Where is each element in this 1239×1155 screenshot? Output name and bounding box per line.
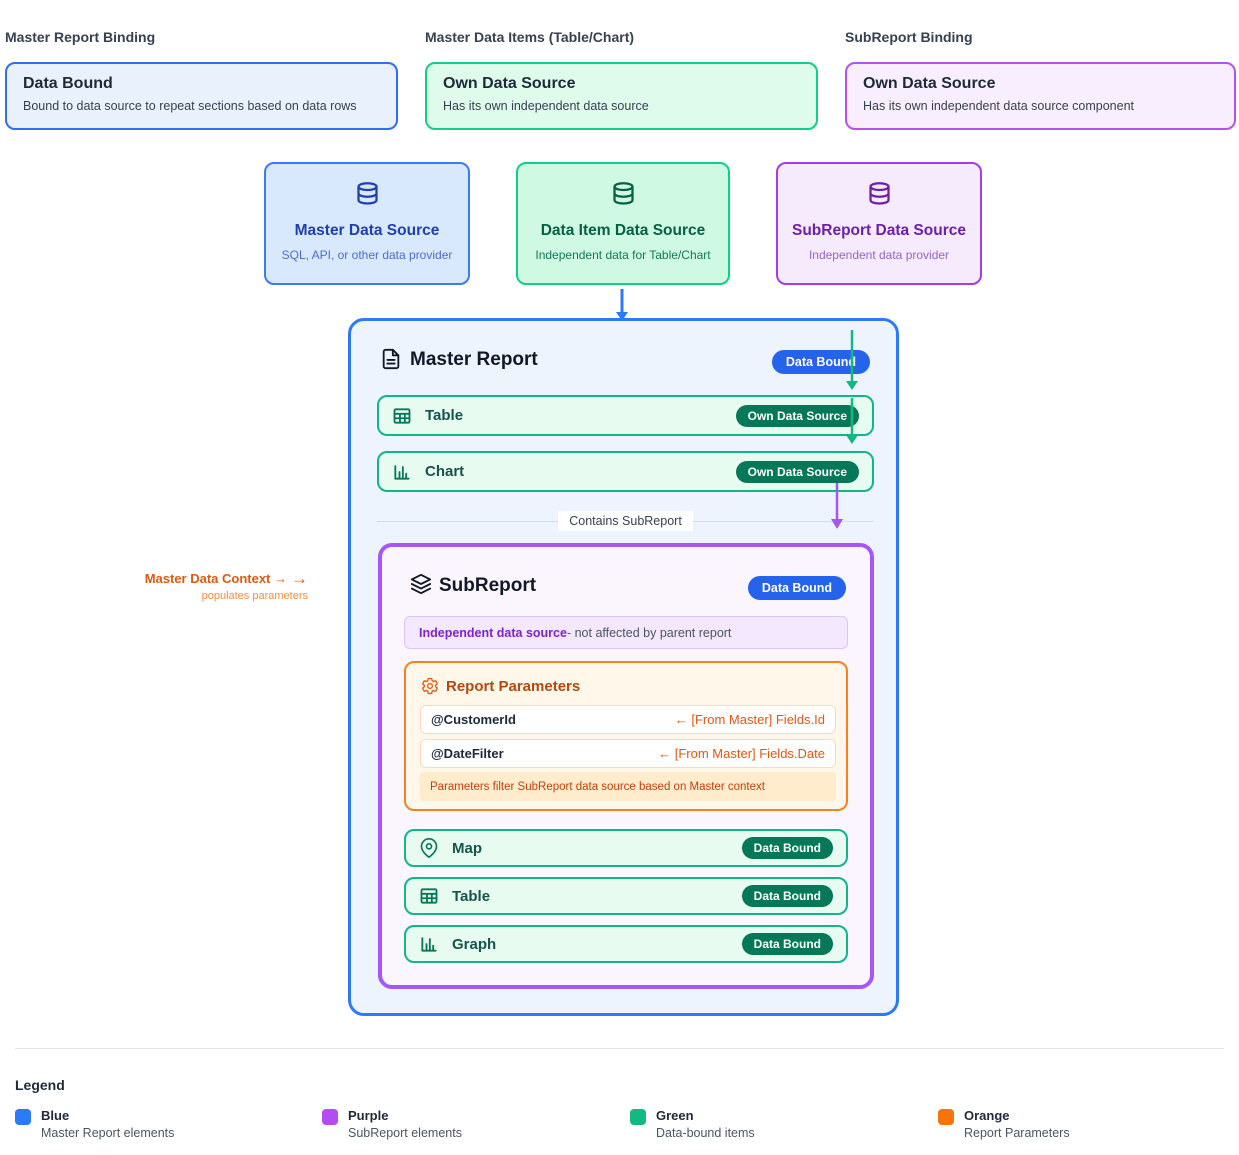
- parameter-name: @DateFilter: [431, 746, 504, 761]
- master-data-source-card: Master Data Source SQL, API, or other da…: [264, 162, 470, 285]
- subreport-item-label: Graph: [452, 935, 497, 953]
- section-heading-subreport-binding: SubReport Binding: [845, 29, 973, 45]
- divider-line: [377, 520, 559, 522]
- master-binding-info-box: Data Bound Bound to data source to repea…: [5, 62, 398, 130]
- master-report-title: Master Report: [410, 349, 538, 370]
- master-report-data-bound-badge: Data Bound: [771, 350, 870, 374]
- master-data-context-annotation: Master Data Context → → populates parame…: [60, 570, 308, 602]
- gear-icon: [421, 677, 439, 695]
- banner-bold-text: Independent data source: [419, 625, 567, 640]
- source-card-title: SubReport Data Source: [792, 222, 966, 239]
- master-item-table: Table Own Data Source: [377, 395, 874, 436]
- report-parameters-box: Report Parameters @CustomerId ← [From Ma…: [404, 661, 848, 811]
- divider-label: Contains SubReport: [558, 511, 693, 531]
- own-data-source-badge: Own Data Source: [735, 404, 859, 427]
- master-item-label: Chart: [425, 463, 465, 480]
- subreport-data-source-card: SubReport Data Source Independent data p…: [776, 162, 982, 285]
- legend-item-blue: Blue Master Report elements: [15, 1108, 174, 1140]
- right-arrow-icon: →: [291, 569, 308, 588]
- section-heading-master-data-items: Master Data Items (Table/Chart): [425, 29, 635, 45]
- subreport-title: SubReport: [439, 575, 537, 596]
- parameter-row: @CustomerId ← [From Master] Fields.Id: [420, 705, 836, 734]
- source-card-desc: SQL, API, or other data provider: [281, 248, 453, 262]
- data-item-data-source-card: Data Item Data Source Independent data f…: [516, 162, 730, 285]
- source-card-desc: Independent data provider: [808, 248, 950, 262]
- legend-name: Purple: [348, 1108, 389, 1123]
- annotation-subtext: populates parameters: [201, 590, 308, 602]
- subreport-item-label: Map: [452, 839, 482, 857]
- source-card-title: Data Item Data Source: [540, 222, 706, 239]
- layers-icon: [410, 573, 432, 595]
- source-to-master-arrow: [616, 289, 628, 321]
- legend-desc: SubReport elements: [348, 1126, 462, 1140]
- file-text-icon: [380, 348, 402, 370]
- info-box-desc: Bound to data source to repeat sections …: [23, 99, 357, 113]
- table-icon: [392, 406, 412, 426]
- master-report-container: Master Report Data Bound Table Own Data …: [348, 318, 899, 1016]
- subreport-container: SubReport Data Bound Independent data so…: [378, 543, 874, 989]
- contains-subreport-divider: Contains SubReport: [377, 511, 875, 531]
- subreport-data-bound-badge: Data Bound: [747, 576, 846, 600]
- parameter-row: @DateFilter ← [From Master] Fields.Date: [420, 739, 836, 768]
- subreport-binding-info-box: Own Data Source Has its own independent …: [845, 62, 1236, 130]
- bar-chart-icon: [392, 462, 412, 482]
- parameter-name: @CustomerId: [431, 712, 516, 727]
- legend-desc: Data-bound items: [656, 1126, 755, 1140]
- database-icon: [354, 181, 381, 208]
- orange-swatch: [938, 1109, 954, 1125]
- bar-chart-icon: [419, 934, 439, 954]
- source-card-title: Master Data Source: [294, 222, 440, 239]
- info-box-title: Own Data Source: [443, 75, 576, 92]
- banner-rest-text: - not affected by parent report: [566, 625, 732, 640]
- data-bound-badge: Data Bound: [741, 885, 833, 907]
- legend-name: Green: [656, 1108, 694, 1123]
- info-box-title: Own Data Source: [863, 75, 996, 92]
- master-item-chart: Chart Own Data Source: [377, 451, 874, 492]
- source-card-desc: Independent data for Table/Chart: [535, 248, 711, 262]
- blue-swatch: [15, 1109, 31, 1125]
- legend-name: Blue: [41, 1108, 70, 1123]
- info-box-desc: Has its own independent data source comp…: [863, 99, 1135, 113]
- info-box-desc: Has its own independent data source: [443, 99, 649, 113]
- annotation-label: Master Data Context →: [144, 571, 287, 586]
- legend-item-green: Green Data-bound items: [630, 1108, 755, 1140]
- table-icon: [419, 886, 439, 906]
- legend-item-purple: Purple SubReport elements: [322, 1108, 462, 1140]
- subreport-item-map: Map Data Bound: [404, 829, 848, 867]
- own-data-source-badge: Own Data Source: [735, 460, 859, 483]
- parameter-mapping: ← [From Master] Fields.Date: [658, 746, 825, 761]
- map-pin-icon: [419, 838, 439, 858]
- legend-divider: [15, 1048, 1224, 1049]
- database-icon: [866, 181, 893, 208]
- data-bound-badge: Data Bound: [741, 933, 833, 955]
- report-parameters-title: Report Parameters: [446, 678, 581, 695]
- green-swatch: [630, 1109, 646, 1125]
- info-box-title: Data Bound: [23, 75, 113, 92]
- master-item-label: Table: [425, 407, 464, 424]
- independent-data-source-banner: Independent data source - not affected b…: [404, 616, 848, 649]
- purple-swatch: [322, 1109, 338, 1125]
- parameters-note: Parameters filter SubReport data source …: [420, 772, 836, 801]
- legend-heading: Legend: [15, 1077, 65, 1093]
- legend-name: Orange: [964, 1108, 1010, 1123]
- legend-desc: Master Report elements: [41, 1126, 175, 1140]
- data-bound-badge: Data Bound: [741, 837, 833, 859]
- subreport-item-graph: Graph Data Bound: [404, 925, 848, 963]
- data-items-info-box: Own Data Source Has its own independent …: [425, 62, 818, 130]
- parameter-mapping: ← [From Master] Fields.Id: [674, 712, 825, 727]
- subreport-item-label: Table: [452, 887, 491, 905]
- legend-desc: Report Parameters: [964, 1126, 1070, 1140]
- legend-item-orange: Orange Report Parameters: [938, 1108, 1070, 1140]
- divider-line: [692, 520, 875, 522]
- section-heading-master-report-binding: Master Report Binding: [5, 29, 156, 45]
- database-icon: [610, 181, 637, 208]
- subreport-item-table: Table Data Bound: [404, 877, 848, 915]
